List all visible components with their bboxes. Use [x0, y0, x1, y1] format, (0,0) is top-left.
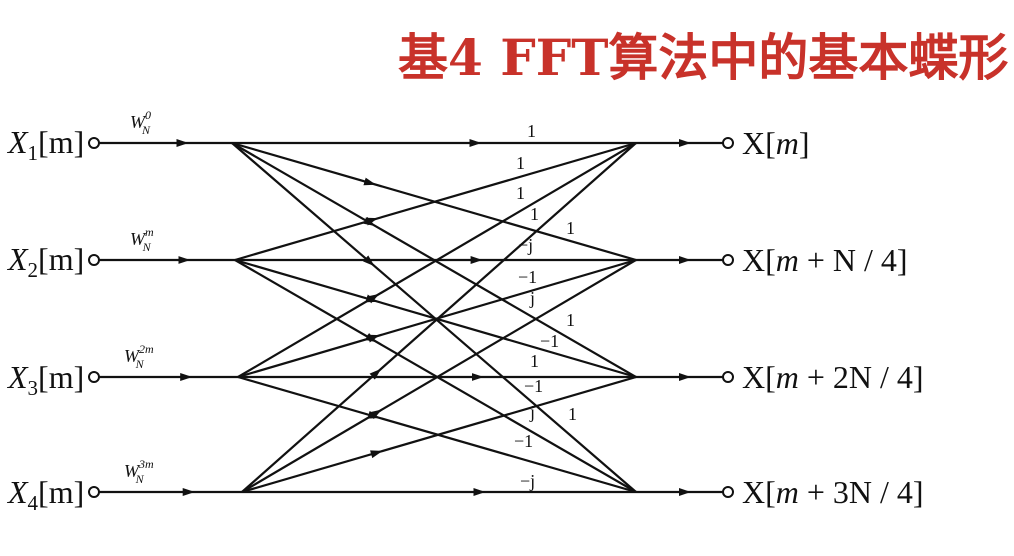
output-node-2	[722, 254, 734, 266]
output-node-3	[722, 371, 734, 383]
input-node-3	[88, 371, 100, 383]
output-label-3: X[m + 2N / 4]	[742, 359, 924, 395]
output-node-1	[722, 137, 734, 149]
coef-label: 1	[530, 351, 539, 371]
coef-label: j	[529, 402, 535, 422]
output-node-4	[722, 486, 734, 498]
output-label-4: X[m + 3N / 4]	[742, 474, 924, 510]
input-label-3: X3[m]	[6, 359, 84, 400]
coef-label: −j	[520, 471, 535, 491]
butterfly-edges	[99, 141, 723, 494]
coef-label: j	[529, 288, 535, 308]
input-node-1	[88, 137, 100, 149]
butterfly-edge	[237, 142, 637, 378]
input-label-1: X1[m]	[6, 124, 84, 165]
coef-label: 1	[568, 404, 577, 424]
output-label-2: X[m + N / 4]	[742, 242, 908, 278]
page-title: 基4 FFT算法中的基本蝶形	[398, 28, 1008, 87]
coef-label: 1	[530, 204, 539, 224]
input-node-4	[88, 486, 100, 498]
butterfly-edge	[241, 259, 637, 493]
coef-label: −1	[514, 431, 533, 451]
butterfly-edge	[241, 142, 637, 493]
coef-label: −1	[518, 267, 537, 287]
coef-label: 1	[566, 310, 575, 330]
output-label-1: X[m]	[742, 125, 810, 161]
input-label-2: X2[m]	[6, 241, 84, 282]
butterfly-edge	[241, 375, 637, 494]
input-label-4: X4[m]	[6, 474, 84, 515]
coef-label: −1	[540, 331, 559, 351]
coef-label: 1	[516, 183, 525, 203]
coef-label: −j	[518, 235, 533, 255]
coef-label: −1	[524, 376, 543, 396]
butterfly-edge	[234, 141, 637, 262]
input-node-2	[88, 254, 100, 266]
coef-label: 1	[527, 121, 536, 141]
coef-label: 1	[516, 153, 525, 173]
coef-label: 1	[566, 218, 575, 238]
